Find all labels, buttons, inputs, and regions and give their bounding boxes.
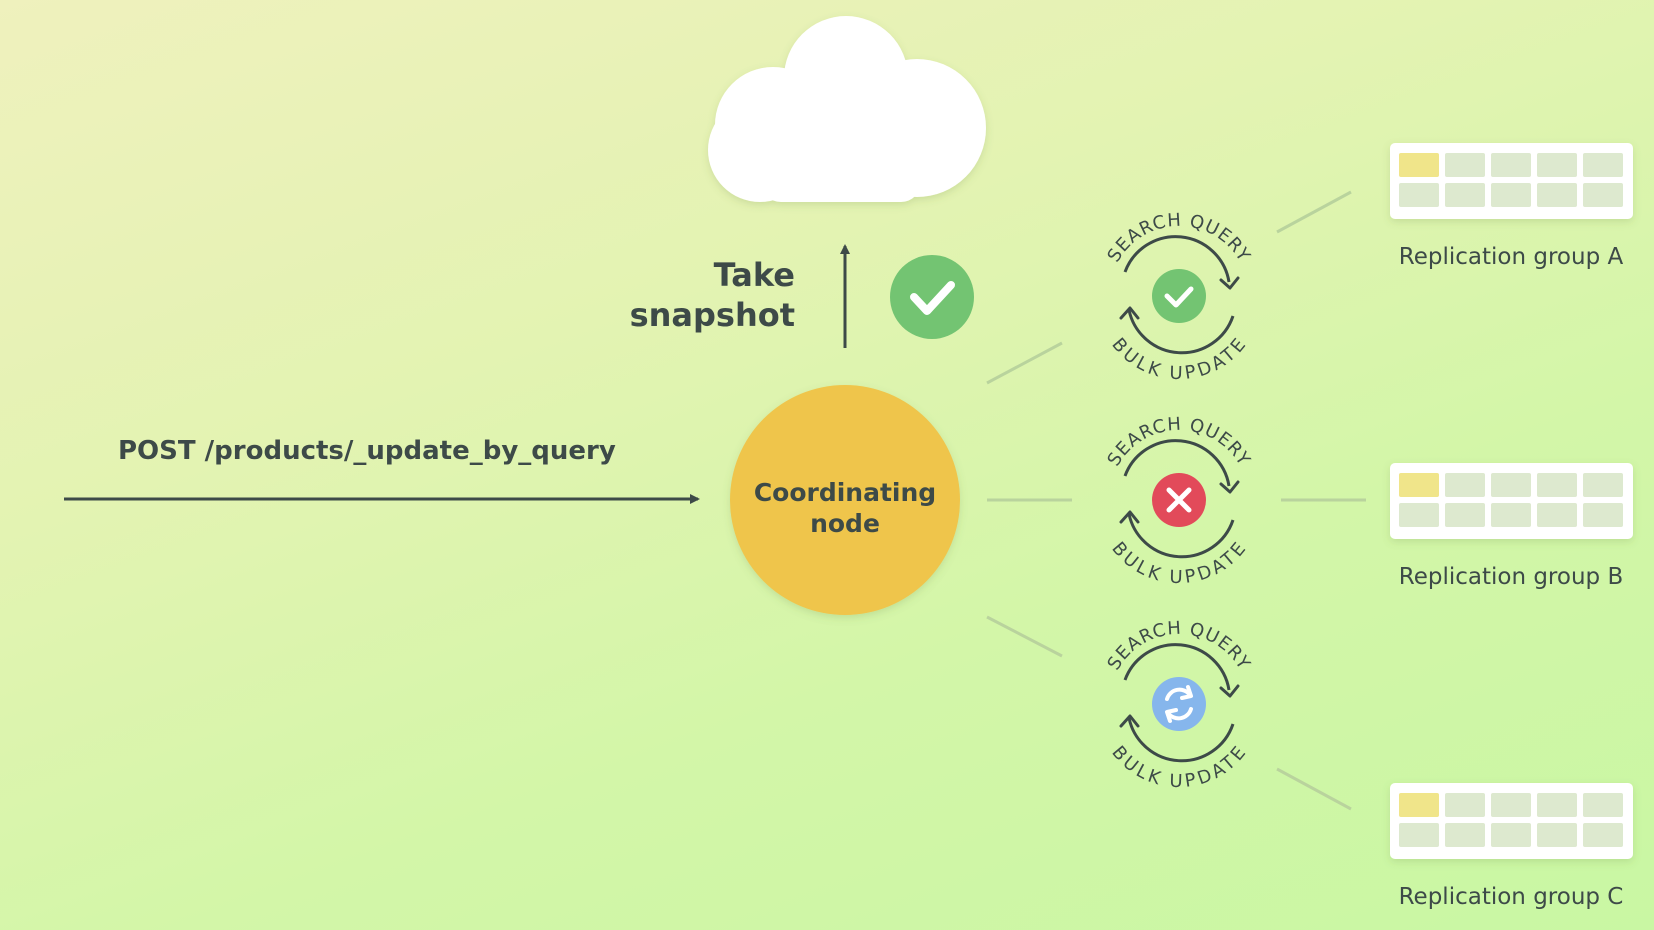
cycle-a-check-icon [1152, 269, 1206, 323]
replication-group-a-label: Replication group A [1399, 244, 1624, 270]
request-flow: POST /products/_update_by_query [64, 436, 700, 504]
snapshot-step: Take snapshot [630, 244, 974, 348]
replication-group-a: Replication group A [1390, 143, 1633, 270]
replication-group-b-label: Replication group B [1399, 564, 1623, 590]
coordinating-node-label-line1: Coordinating [754, 478, 936, 507]
coordinating-node: Coordinating node [730, 385, 960, 615]
cycle-group-c: SEARCH QUERY BULK UPDATE [1103, 618, 1253, 792]
shard-grid [1390, 783, 1633, 859]
cycle-group-a: SEARCH QUERY BULK UPDATE [1103, 210, 1253, 384]
shard-grid [1390, 143, 1633, 219]
replication-group-c: Replication group C [1390, 783, 1633, 910]
snapshot-label-line2: snapshot [630, 296, 795, 334]
snapshot-check-icon [890, 255, 974, 339]
shard-grid [1390, 463, 1633, 539]
cycle-a-bulk-update-label: BULK UPDATE [1108, 334, 1251, 384]
cycle-b-x-icon [1152, 473, 1206, 527]
request-text: POST /products/_update_by_query [118, 436, 616, 466]
connector-cycle-a-to-group-a [1276, 190, 1352, 234]
connector-node-to-cycle-a [986, 341, 1063, 385]
replication-group-b: Replication group B [1390, 463, 1633, 590]
connector-node-to-cycle-c [986, 615, 1063, 658]
cycle-group-b: SEARCH QUERY BULK UPDATE [1103, 414, 1253, 588]
replication-group-c-label: Replication group C [1399, 884, 1624, 910]
snapshot-label-line1: Take [714, 256, 795, 294]
cloud-icon [708, 16, 986, 202]
cycle-c-bulk-update-label: BULK UPDATE [1108, 742, 1251, 792]
coordinating-node-label-line2: node [810, 509, 880, 538]
connector-lines [986, 190, 1366, 811]
cycle-c-sync-icon [1152, 677, 1206, 731]
connector-cycle-c-to-group-c [1276, 767, 1352, 811]
cycle-b-bulk-update-label: BULK UPDATE [1108, 538, 1251, 588]
